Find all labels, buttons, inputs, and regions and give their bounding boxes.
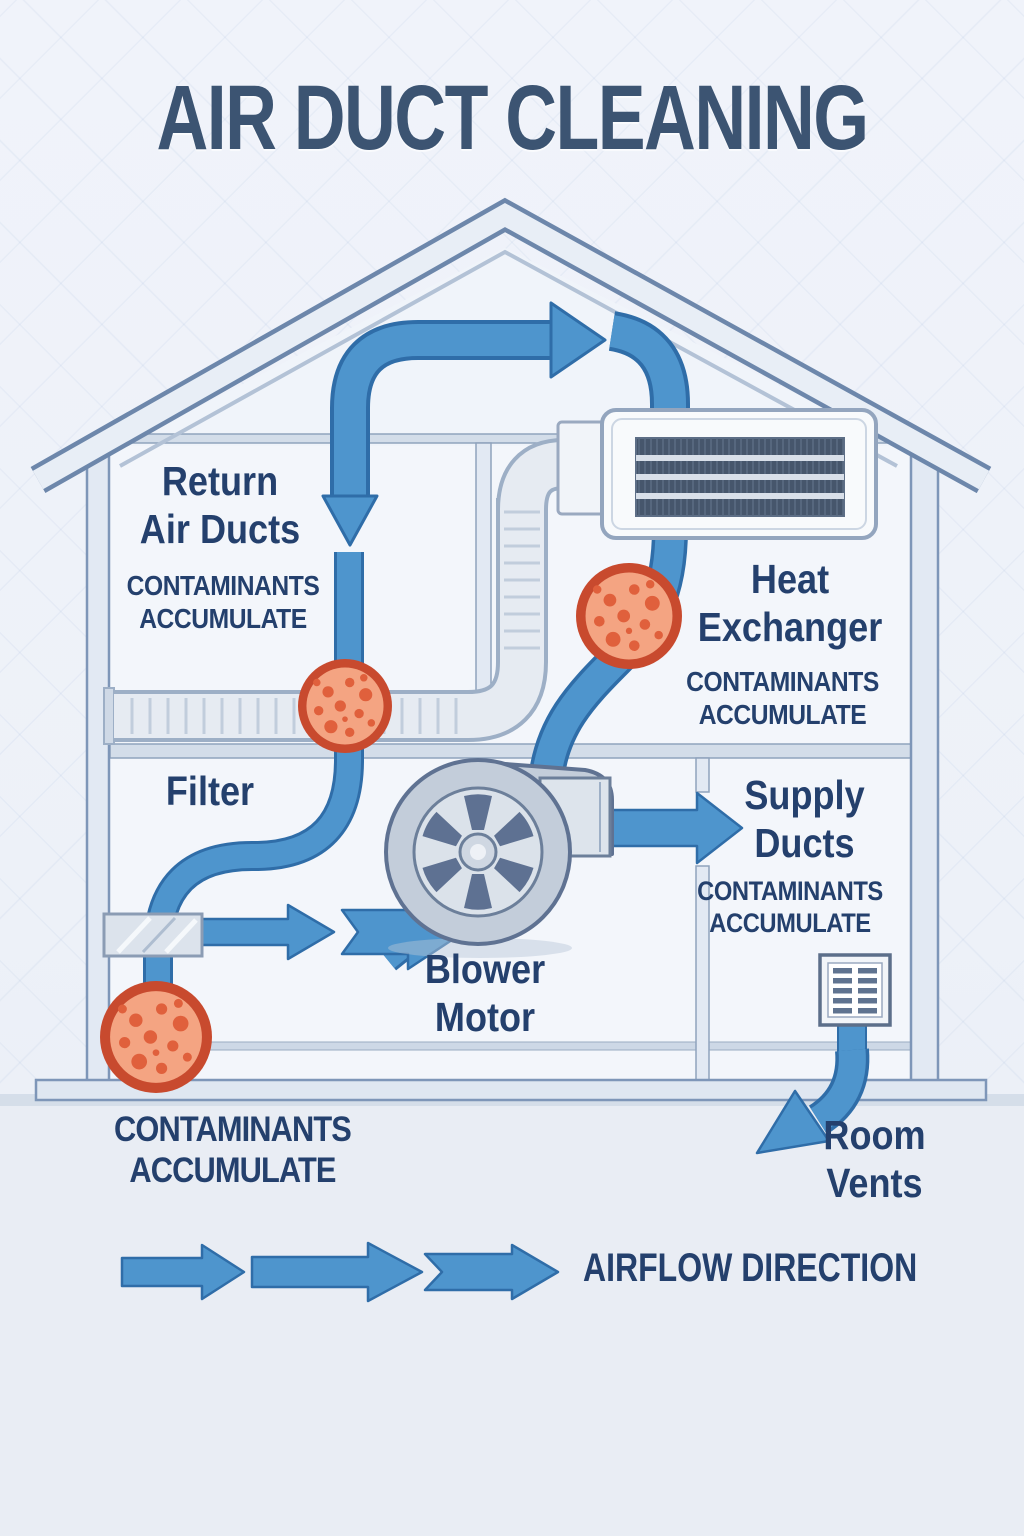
filter-icon xyxy=(102,912,204,958)
house-icon xyxy=(30,197,992,1102)
airflow-arrow-icon xyxy=(250,1241,424,1303)
note-foundation-contaminants: CONTAMINANTS ACCUMULATE xyxy=(114,1110,352,1190)
label-return-air-ducts: Return Air Ducts xyxy=(139,458,301,552)
label-filter: Filter xyxy=(165,768,255,814)
heat-exchanger-grille-icon xyxy=(635,437,845,517)
page-title: AIR DUCT CLEANING xyxy=(156,67,870,169)
legend-airflow-arrows xyxy=(120,1241,560,1303)
label-heat-exchanger: Heat Exchanger xyxy=(697,556,883,650)
note-supply-contaminants: CONTAMINANTS ACCUMULATE xyxy=(697,876,883,938)
label-room-vents: Room Vents xyxy=(823,1112,926,1206)
heat-exchanger-unit xyxy=(556,408,878,540)
note-heat-exchanger-contaminants: CONTAMINANTS ACCUMULATE xyxy=(686,666,879,730)
label-supply-ducts: Supply Ducts xyxy=(744,772,865,866)
note-return-contaminants: CONTAMINANTS ACCUMULATE xyxy=(126,570,320,634)
airflow-arrow-icon xyxy=(120,1243,246,1301)
ground xyxy=(0,1094,1024,1536)
label-blower-motor: Blower Motor xyxy=(424,946,546,1040)
airflow-arrow-icon xyxy=(423,1243,560,1301)
vent-grille-icon xyxy=(818,953,892,1027)
blower-motor-icon xyxy=(384,758,614,958)
legend-label: AIRFLOW DIRECTION xyxy=(583,1246,918,1290)
